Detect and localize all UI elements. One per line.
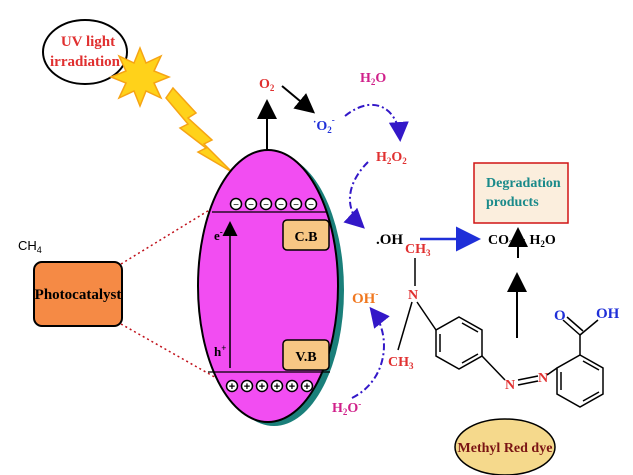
electron-circle <box>244 197 258 211</box>
electron-symbol: − <box>248 200 254 211</box>
photocatalyst-particle <box>197 149 339 423</box>
hole-circle <box>270 379 284 393</box>
electron-label: e- <box>214 227 223 243</box>
methyl-red-oval <box>454 418 556 475</box>
electron-row: − − − − − − <box>229 197 318 211</box>
hole-circle <box>225 379 239 393</box>
lightning-bolt-icon <box>165 86 233 173</box>
water-to-hydroxide-arrow <box>351 306 390 399</box>
methyl-bottom-label: CH3 <box>388 355 414 371</box>
photocatalyst-box <box>33 261 123 327</box>
azo-nitrogen-1: N <box>505 378 515 393</box>
products-label: CO2+H2O <box>488 233 556 249</box>
right-benzene-ring <box>556 354 604 408</box>
azo-nitrogen-2: N <box>538 371 548 386</box>
electron-symbol: − <box>278 200 284 211</box>
hole-symbol: + <box>244 381 250 393</box>
hole-circle <box>240 379 254 393</box>
electron-symbol: − <box>233 200 239 211</box>
h2o2-label: H2O2 <box>376 150 407 166</box>
valence-band-box <box>282 339 330 371</box>
h2o2-to-oh-arrow <box>343 161 369 229</box>
oh-radical-label: .OH <box>376 232 403 248</box>
electron-symbol: − <box>263 200 269 211</box>
hole-symbol: + <box>289 381 295 393</box>
degradation-label-line1: Degradation <box>486 176 561 191</box>
dotted-connector-bottom <box>120 323 235 389</box>
sun-icon <box>108 45 172 109</box>
hole-symbol: + <box>304 381 310 393</box>
conduction-band-box <box>282 219 330 251</box>
electron-circle <box>304 197 318 211</box>
degradation-label-line2: products <box>486 195 539 210</box>
electron-symbol: − <box>293 200 299 211</box>
left-benzene-ring <box>435 316 483 370</box>
ch4-label: CH4 <box>18 238 42 255</box>
electron-circle <box>229 197 243 211</box>
electron-circle <box>274 197 288 211</box>
hole-circle <box>285 379 299 393</box>
amine-nitrogen: N <box>408 288 418 303</box>
uv-light-oval <box>42 19 128 85</box>
conduction-band-label: C.B <box>295 230 318 245</box>
hole-row: + + + + + + <box>225 379 314 393</box>
hole-symbol: + <box>229 381 235 393</box>
o2-to-superoxide-arrow <box>281 85 316 114</box>
electron-circle <box>289 197 303 211</box>
methyl-top-label: CH3 <box>405 242 431 258</box>
methyl-red-molecule <box>397 258 604 408</box>
water-bottom-label: H2O- <box>332 399 361 417</box>
superoxide-to-h2o2-arrow <box>344 103 409 142</box>
hole-label: h+ <box>214 343 226 359</box>
hole-circle <box>300 379 314 393</box>
valence-band-label: V.B <box>295 350 316 365</box>
electron-symbol: − <box>308 200 314 211</box>
o2-label: O2 <box>259 77 275 93</box>
hole-symbol: + <box>259 381 265 393</box>
uv-light-label-line2: irradiation <box>50 54 121 70</box>
hydroxyl-group: OH <box>596 306 620 322</box>
methyl-red-label: Methyl Red dye <box>458 441 553 456</box>
hydroxide-label: OH- <box>352 289 378 307</box>
water-top-label: H2O <box>360 71 386 87</box>
degradation-products-box <box>473 162 569 224</box>
superoxide-label: ·O2- <box>313 115 335 135</box>
hole-circle <box>255 379 269 393</box>
hole-symbol: + <box>274 381 280 393</box>
uv-light-label-line1: UV light <box>61 34 115 50</box>
photocatalyst-label: Photocatalyst <box>35 287 122 303</box>
electron-circle <box>259 197 273 211</box>
carbonyl-oxygen: O <box>554 308 566 324</box>
